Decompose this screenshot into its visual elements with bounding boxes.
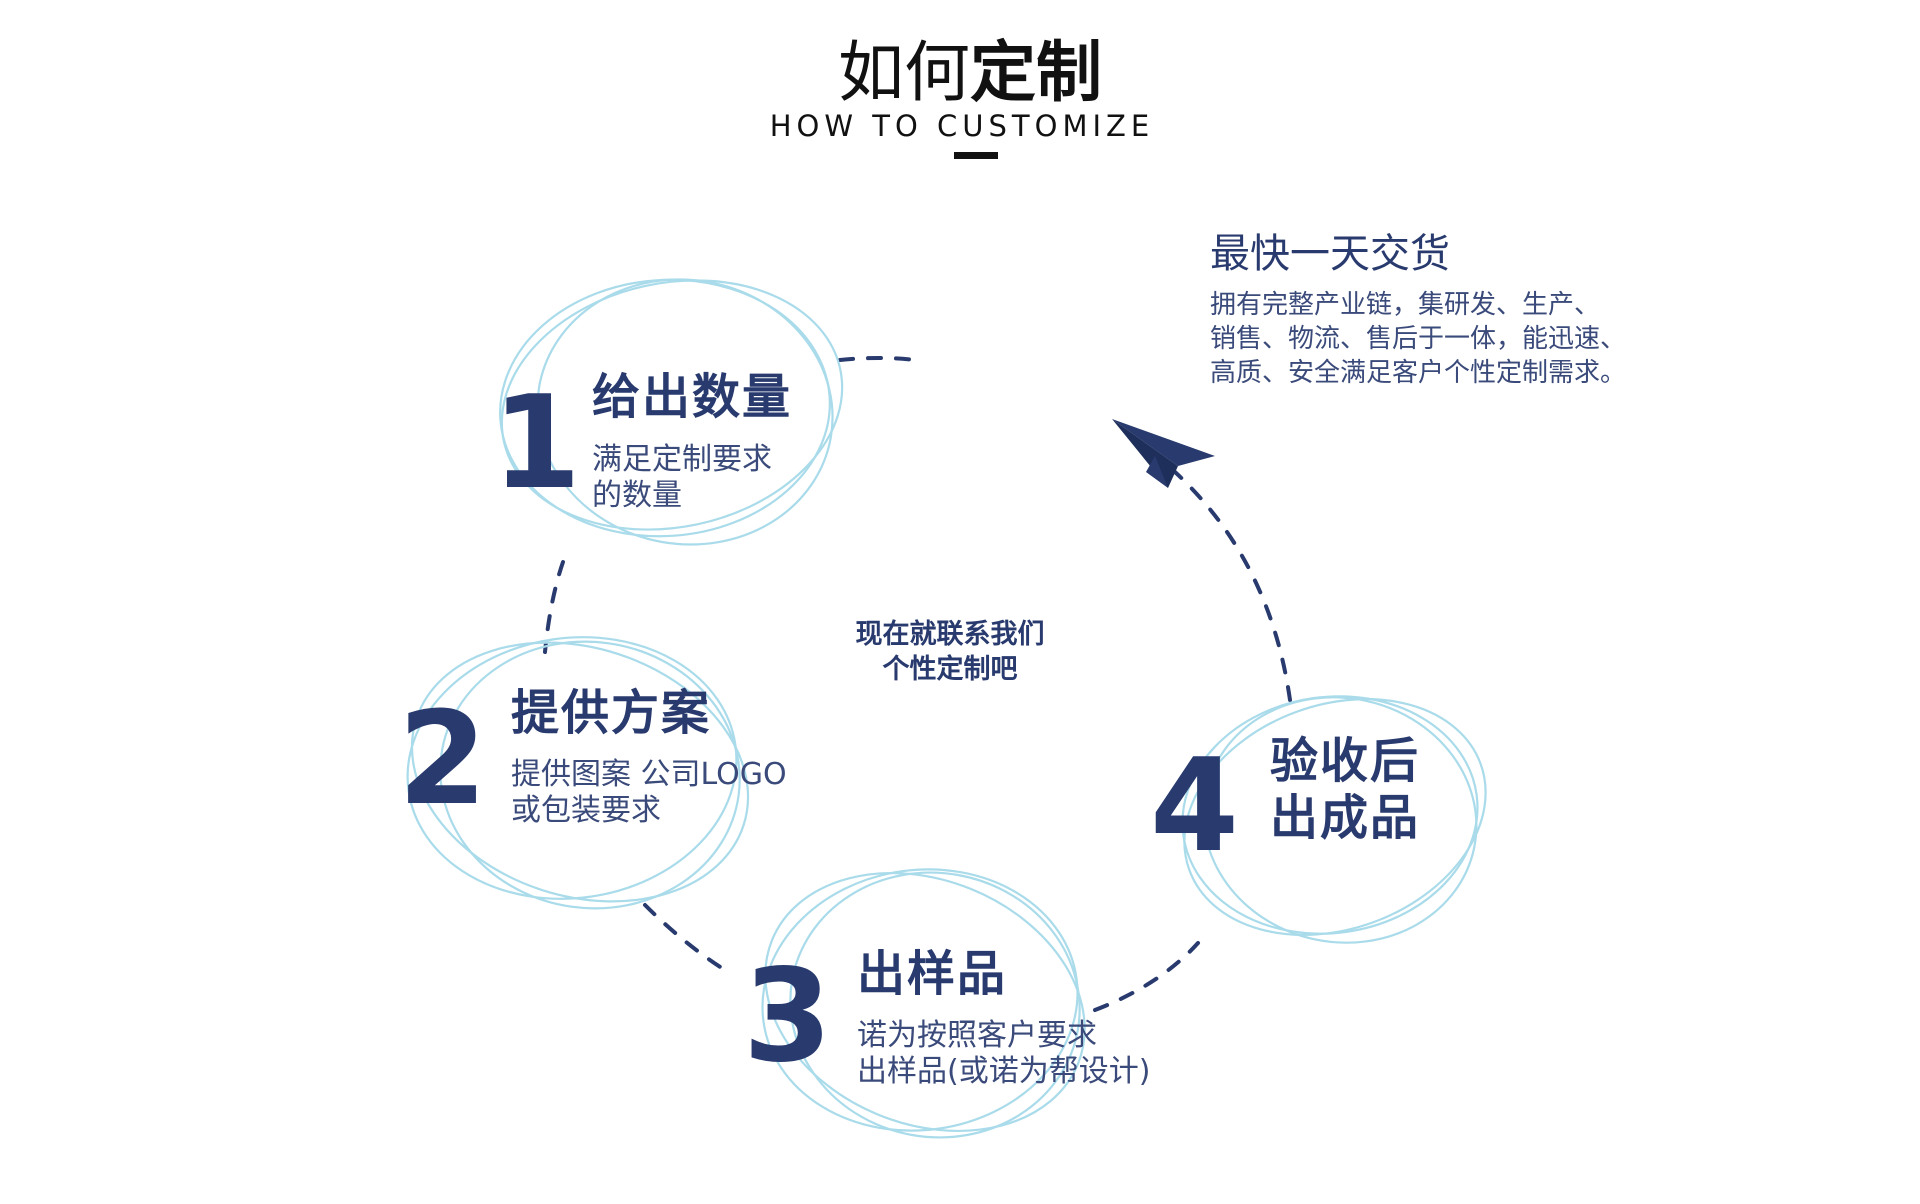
connectors xyxy=(543,356,1292,1012)
step-1-number: 1 xyxy=(492,369,581,518)
step-1: 1 给出数量 满足定制要求 的数量 xyxy=(492,278,844,546)
step-2-rings xyxy=(406,636,750,910)
step-2-number: 2 xyxy=(398,685,487,834)
step-1-desc-line-1: 满足定制要求 xyxy=(592,442,772,477)
center-cta-line-2: 个性定制吧 xyxy=(883,653,1018,685)
heading-light: 如何 xyxy=(838,34,970,111)
connector-top xyxy=(838,356,917,362)
step-1-title: 给出数量 xyxy=(592,369,792,425)
step-2: 2 提供方案 提供图案 公司LOGO 或包装要求 xyxy=(398,636,787,910)
heading-bold: 定制 xyxy=(970,34,1102,111)
connector-1-2 xyxy=(543,560,565,654)
delivery-info: 最快一天交货 拥有完整产业链，集研发、生产、 销售、物流、售后于一体，能迅速、 … xyxy=(1210,231,1626,388)
paper-plane-icon xyxy=(1112,419,1215,488)
header: 如何 定制 HOW TO CUSTOMIZE xyxy=(770,34,1154,159)
step-4-rings xyxy=(1181,695,1487,944)
delivery-line-1: 拥有完整产业链，集研发、生产、 xyxy=(1210,290,1600,320)
step-4-title-line-1: 验收后 xyxy=(1270,733,1420,789)
step-2-title: 提供方案 xyxy=(511,685,711,741)
step-3: 3 出样品 诺为按照客户要求 出样品(或诺为帮设计) xyxy=(743,868,1150,1139)
connector-3-4 xyxy=(1093,941,1200,1012)
heading-divider xyxy=(954,152,998,159)
step-1-desc-line-2: 的数量 xyxy=(592,478,682,513)
center-cta-line-1: 现在就联系我们 xyxy=(856,619,1045,650)
center-cta: 现在就联系我们 个性定制吧 xyxy=(856,619,1045,685)
step-3-rings xyxy=(761,868,1086,1139)
step-4: 4 验收后 出成品 xyxy=(1150,695,1487,944)
delivery-line-2: 销售、物流、售后于一体，能迅速、 xyxy=(1210,324,1626,354)
step-4-number: 4 xyxy=(1150,732,1239,881)
step-1-rings xyxy=(499,278,844,546)
step-2-desc-line-1: 提供图案 公司LOGO xyxy=(511,757,787,792)
step-4-title-line-2: 出成品 xyxy=(1270,790,1420,846)
delivery-title: 最快一天交货 xyxy=(1210,231,1450,277)
delivery-line-3: 高质、安全满足客户个性定制需求。 xyxy=(1210,358,1626,388)
heading-subtitle: HOW TO CUSTOMIZE xyxy=(770,109,1154,143)
step-3-desc-line-1: 诺为按照客户要求 xyxy=(857,1018,1097,1053)
connector-4-arrow xyxy=(1173,470,1292,702)
step-3-number: 3 xyxy=(743,942,832,1091)
step-3-title: 出样品 xyxy=(857,946,1007,1002)
connector-2-3 xyxy=(643,903,730,974)
step-3-desc-line-2: 出样品(或诺为帮设计) xyxy=(857,1054,1150,1089)
step-2-desc-line-2: 或包装要求 xyxy=(511,793,661,828)
